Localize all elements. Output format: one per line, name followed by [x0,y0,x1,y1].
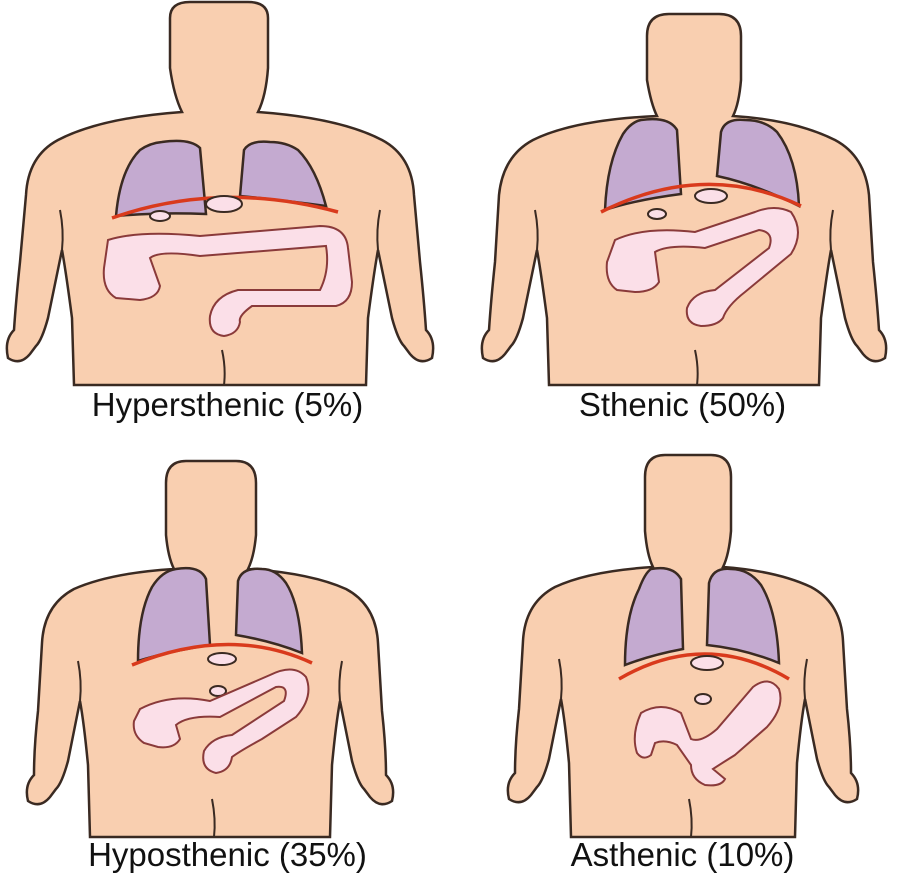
figure-hypersthenic: Hypersthenic (5%) [0,0,455,438]
body-silhouette [482,14,886,385]
figure-sthenic: Sthenic (50%) [455,0,910,438]
hyposthenic-body-illustration [0,439,455,877]
caption-asthenic: Asthenic (10%) [455,836,910,874]
caption-hyposthenic: Hyposthenic (35%) [0,836,455,874]
hypersthenic-body-illustration [0,0,455,438]
figure-hyposthenic: Hyposthenic (35%) [0,439,455,877]
asthenic-body-illustration [455,439,910,877]
caption-hypersthenic: Hypersthenic (5%) [0,386,455,424]
body-silhouette [27,461,393,837]
sthenic-body-illustration [455,0,910,438]
caption-sthenic: Sthenic (50%) [455,386,910,424]
figure-asthenic: Asthenic (10%) [455,439,910,877]
